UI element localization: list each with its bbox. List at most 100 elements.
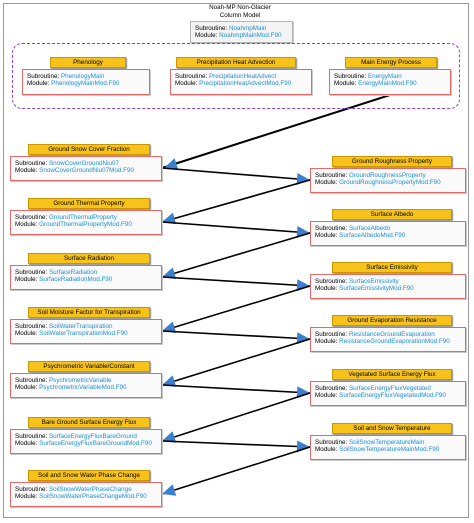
phase-change-box: Subroutine: SoilSnowWaterPhaseChange Mod…	[10, 482, 162, 507]
phase-change-title: Soil and Snow Water Phase Change	[28, 470, 150, 481]
precip-heat-advection-module: PrecipitationHeatAdvectMod.F90	[199, 80, 292, 88]
phase-change-subroutine: SoilSnowWaterPhaseChange	[48, 486, 132, 493]
ground-roughness-box: Subroutine: GroundRoughnessProperty Modu…	[310, 168, 466, 193]
connector-step-6	[161, 285, 311, 332]
surface-radiation-module: SurfaceRadiationMod.F90	[39, 276, 113, 284]
precip-heat-advection-box: Subroutine: PrecipitationHeatAdvect Modu…	[170, 69, 312, 95]
surface-radiation-box: Subroutine: SurfaceRadiation Module: Sur…	[10, 265, 162, 290]
connector-step-2	[161, 179, 311, 223]
outer-frame	[3, 3, 469, 518]
arrowhead-step-4	[162, 267, 177, 280]
root-title-line2: Column Model	[219, 11, 261, 19]
snow-cover-module: SnowCoverGroundNiu07Mod.F90	[39, 167, 135, 175]
bare-ground-flux-module: SurfaceEnergyFluxBareGroundMod.F90	[39, 440, 152, 448]
vegetated-flux-subroutine: SurfaceEnergyFluxVegetated	[348, 385, 431, 392]
connector-step-9	[161, 384, 311, 394]
soil-moisture-factor-box: Subroutine: SoilWaterTranspiration Modul…	[10, 319, 162, 344]
ground-thermal-title: Ground Thermal Property	[28, 198, 150, 209]
bare-ground-flux-box: Subroutine: SurfaceEnergyFluxBareGround …	[10, 429, 162, 454]
energy-group-frame	[12, 43, 460, 109]
surface-albedo-module: SurfaceAlbedoMod.F90	[339, 232, 406, 240]
ground-roughness-title: Ground Roughness Property	[332, 156, 452, 167]
ground-roughness-subroutine: GroundRoughnessProperty	[348, 172, 426, 179]
soil-moisture-factor-title: Soil Moisture Factor for Transpiration	[28, 307, 150, 318]
arrowhead-step-1	[296, 172, 310, 185]
root-box: Subroutine: NoahmpMain Module: NoahmpMai…	[190, 21, 293, 43]
arrowhead-step-10	[162, 431, 177, 443]
soil-snow-temperature-title: Soil and Snow Temperature	[332, 423, 452, 434]
main-energy-process-box: Subroutine: EnergyMain Module: EnergyMai…	[329, 69, 451, 95]
soil-snow-temperature-subroutine: SoilSnowTemperatureMain	[348, 439, 425, 446]
psychrometric-subroutine: PsychrometricVariable	[48, 377, 112, 384]
ground-thermal-box: Subroutine: GroundThermalProperty Module…	[10, 210, 162, 235]
connector-step-12	[161, 446, 311, 495]
connector-step-10	[161, 392, 311, 442]
phenology-subroutine: PhenologyMain	[60, 73, 105, 80]
connector-step-4	[161, 232, 311, 278]
ground-evap-resistance-module: ResistanceGroundEvaporationMod.F90	[339, 338, 450, 346]
surface-emissivity-subroutine: SurfaceEmissivity	[348, 278, 399, 285]
arrowhead-step-2	[162, 212, 177, 225]
ground-roughness-module: GroundRoughnessPropertyMod.F90	[339, 179, 441, 187]
psychrometric-title: Psychrometric Variable/Constant	[28, 361, 150, 372]
connector-step-8	[161, 338, 311, 386]
surface-emissivity-box: Subroutine: SurfaceEmissivity Module: Su…	[310, 274, 466, 299]
ground-thermal-module: GroundThermalPropertyMod.F90	[39, 221, 132, 229]
vegetated-flux-box: Subroutine: SurfaceEnergyFluxVegetated M…	[310, 381, 466, 406]
root-module-row: Module: NoahmpMainMod.F90	[195, 32, 282, 40]
phenology-module: PhenologyMainMod.F90	[51, 80, 120, 88]
arrowhead-step-12	[162, 484, 177, 496]
snow-cover-box: Subroutine: SnowCoverGroundNiu07 Module:…	[10, 156, 162, 181]
surface-albedo-subroutine: SurfaceAlbedo	[348, 225, 391, 232]
surface-albedo-box: Subroutine: SurfaceAlbedo Module: Surfac…	[310, 221, 466, 246]
arrowhead-step-5	[296, 279, 310, 292]
phase-change-module: SoilSnowWaterPhaseChangeMod.F90	[39, 493, 147, 501]
phenology-title: Phenology	[50, 57, 126, 68]
root-title: Noah-MP Non-Glacier Column Model	[190, 4, 290, 19]
ground-evap-resistance-subroutine: ResistanceGroundEvaporation	[348, 331, 435, 338]
arrowhead-step-3	[296, 226, 310, 239]
precip-heat-advection-subroutine: PrecipitationHeatAdvect	[208, 73, 277, 80]
bare-ground-flux-subroutine: SurfaceEnergyFluxBareGround	[48, 433, 137, 440]
snow-cover-subroutine: SnowCoverGroundNiu07	[48, 160, 119, 167]
arrowhead-snowcover	[164, 158, 179, 170]
ground-thermal-subroutine: GroundThermalProperty	[48, 214, 117, 221]
snow-cover-title: Ground Snow Cover Fraction	[28, 144, 150, 155]
root-subroutine-row: Subroutine: NoahmpMain	[195, 25, 267, 32]
soil-moisture-factor-module: SoilWaterTranspirationMod.F90	[39, 330, 128, 338]
arrowhead-step-9	[296, 386, 310, 399]
surface-emissivity-module: SurfaceEmissivityMod.F90	[339, 285, 414, 293]
root-title-line1: Noah-MP Non-Glacier	[209, 4, 271, 11]
surface-radiation-subroutine: SurfaceRadiation	[48, 269, 98, 276]
ground-evap-resistance-title: Ground Evaporation Resistance	[332, 315, 452, 326]
soil-snow-temperature-box: Subroutine: SoilSnowTemperatureMain Modu…	[310, 435, 466, 460]
ground-evap-resistance-box: Subroutine: ResistanceGroundEvaporation …	[310, 327, 466, 352]
main-energy-process-subroutine: EnergyMain	[367, 73, 402, 80]
root-module: NoahmpMainMod.F90	[219, 32, 282, 40]
arrowhead-step-8	[162, 375, 177, 387]
psychrometric-module: PsychrometricVariableMod.F90	[39, 384, 127, 392]
surface-albedo-title: Surface Albedo	[332, 209, 452, 220]
vegetated-flux-title: Vegetated Surface Energy Flux	[332, 369, 452, 380]
surface-emissivity-title: Surface Emissivity	[332, 262, 452, 273]
soil-snow-temperature-module: SoilSnowTemperatureMainMod.F90	[339, 446, 440, 454]
arrowhead-step-6	[162, 321, 177, 333]
connector-step-7	[161, 330, 311, 340]
connector-step-5	[161, 276, 311, 287]
connector-step-1	[161, 167, 311, 181]
precip-heat-advection-title: Precipitation Heat Advection	[176, 57, 296, 68]
root-subroutine: NoahmpMain	[228, 25, 267, 32]
main-energy-process-module: EnergyMainMod.F90	[358, 80, 417, 88]
bare-ground-flux-title: Bare Ground Surface Energy Flux	[28, 417, 150, 428]
main-energy-process-title: Main Energy Process	[345, 57, 437, 68]
connector-step-3	[161, 221, 311, 234]
phenology-box: Subroutine: PhenologyMain Module: Phenol…	[22, 69, 150, 95]
vegetated-flux-module: SurfaceEnergyFluxVegetatedMod.F90	[339, 392, 446, 400]
psychrometric-box: Subroutine: PsychrometricVariable Module…	[10, 373, 162, 398]
connector-energy-to-snowcover	[161, 94, 391, 169]
connector-step-11	[161, 440, 311, 448]
soil-moisture-factor-subroutine: SoilWaterTranspiration	[48, 323, 113, 330]
surface-radiation-title: Surface Radiation	[28, 253, 150, 264]
